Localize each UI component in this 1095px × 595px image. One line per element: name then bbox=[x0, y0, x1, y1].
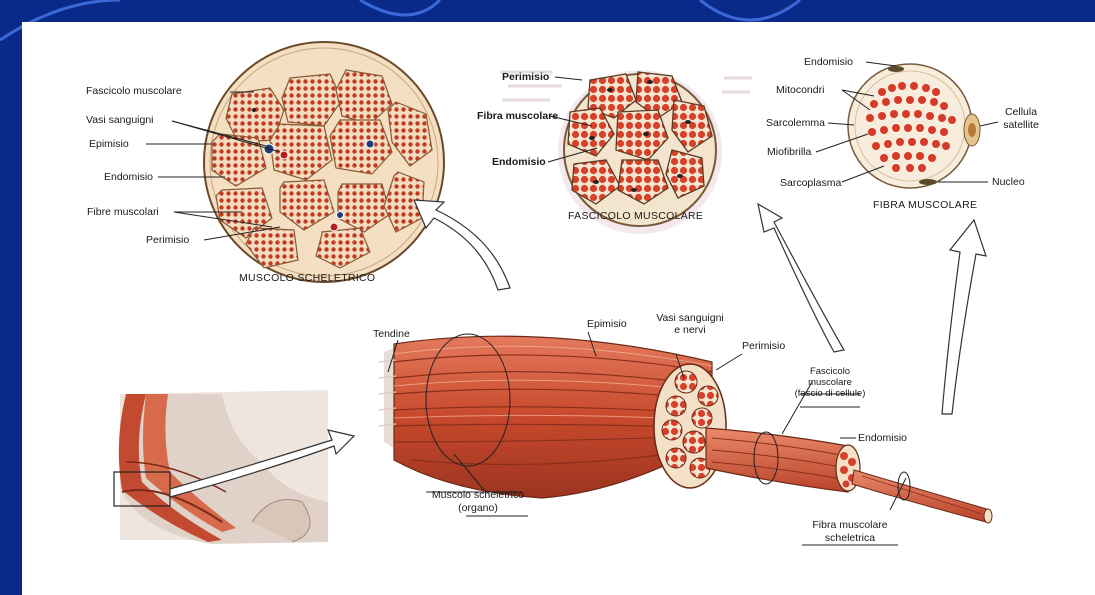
label-mitocondri: Mitocondri bbox=[776, 84, 824, 96]
label-vasi-line2: e nervi bbox=[652, 324, 728, 336]
label-muscolo-line2: (organo) bbox=[426, 502, 530, 514]
label-fibra-line1: Fibra muscolare bbox=[802, 519, 898, 531]
label-vasi-line1: Vasi sanguigni bbox=[652, 312, 728, 324]
label-perimisio: Perimisio bbox=[146, 234, 189, 246]
title-fibra-muscolare: FIBRA MUSCOLARE bbox=[873, 199, 977, 211]
fiber-cross-section bbox=[848, 64, 980, 188]
label-muscolo-line1: Muscolo scheletrico bbox=[426, 489, 530, 501]
label-tendine: Tendine bbox=[373, 328, 410, 340]
label-cellula: Cellula bbox=[998, 106, 1044, 118]
arm-illustration bbox=[114, 390, 354, 544]
label-fibre-muscolari: Fibre muscolari bbox=[87, 206, 159, 218]
label-fibra-muscolare: Fibra muscolare bbox=[477, 110, 558, 122]
label-long-epimisio: Epimisio bbox=[587, 318, 627, 330]
arrow-to-fiber-section bbox=[942, 220, 986, 414]
label-fascicolo-muscolare: Fascicolo muscolare bbox=[86, 85, 182, 97]
label-long-perimisio: Perimisio bbox=[742, 340, 785, 352]
label-epimisio: Epimisio bbox=[89, 138, 129, 150]
label-nucleo: Nucleo bbox=[992, 176, 1025, 188]
label-endomisio: Endomisio bbox=[104, 171, 153, 183]
title-muscolo-scheletrico: MUSCOLO SCHELETRICO bbox=[239, 272, 375, 284]
label-miofibrilla: Miofibrilla bbox=[767, 146, 811, 158]
label-fascicle-endomisio: Endomisio bbox=[492, 156, 546, 168]
illustration-panel: Fascicolo muscolare Vasi sanguigni Epimi… bbox=[22, 22, 1095, 595]
label-fascicolo-line3: (fascio di cellule) bbox=[792, 388, 868, 400]
label-fiber-endomisio: Endomisio bbox=[804, 56, 853, 68]
title-fascicolo-muscolare: FASCICOLO MUSCOLARE bbox=[568, 210, 703, 222]
label-sarcoplasma: Sarcoplasma bbox=[780, 177, 841, 189]
muscle-anatomy-illustration bbox=[22, 22, 1095, 595]
label-satellite: satellite bbox=[998, 119, 1044, 131]
label-long-endomisio: Endomisio bbox=[858, 432, 907, 444]
arrow-to-muscle-section bbox=[414, 200, 510, 290]
label-fascicle-perimisio: Perimisio bbox=[502, 71, 549, 83]
label-sarcolemma: Sarcolemma bbox=[766, 117, 825, 129]
label-vasi-sanguigni: Vasi sanguigni bbox=[86, 114, 154, 126]
muscle-cross-section bbox=[204, 42, 444, 282]
label-fibra-line2: scheletrica bbox=[802, 532, 898, 544]
arrow-to-fascicle-section bbox=[758, 204, 844, 352]
